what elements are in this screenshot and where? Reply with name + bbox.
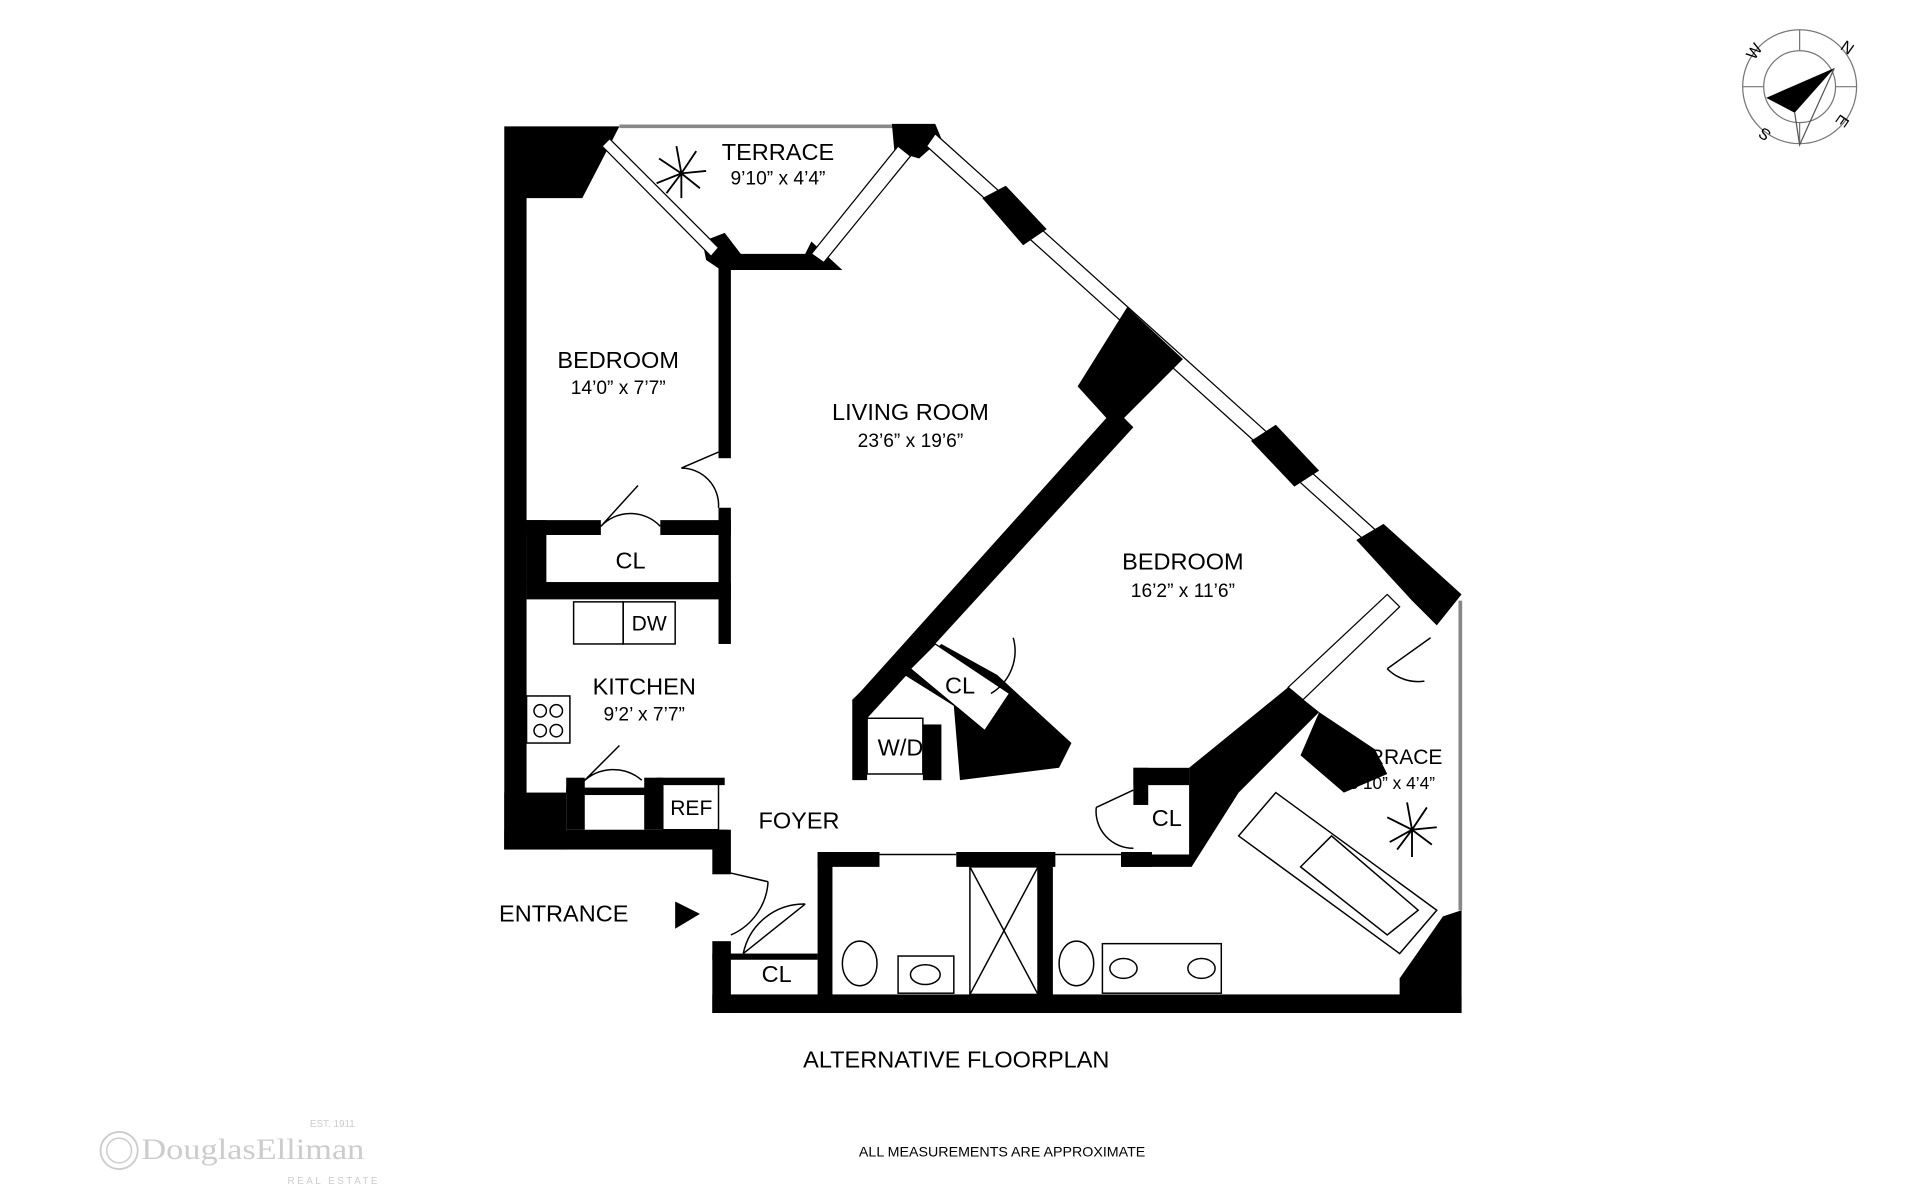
compass-icon: N W S E xyxy=(1742,29,1858,148)
bedroom-left-dim: 14’0” x 7’7” xyxy=(571,378,666,399)
living-room-label: LIVING ROOM xyxy=(832,399,989,425)
dishwasher-label: DW xyxy=(632,612,667,635)
fixtures-lines xyxy=(525,137,1438,996)
logo-sub: REAL ESTATE xyxy=(288,1176,380,1187)
closet-label: CL xyxy=(762,961,792,987)
terrace-right-dim: 9’10” x 4’4” xyxy=(1349,773,1435,793)
walls xyxy=(504,123,1462,1014)
bedroom-left-label: BEDROOM xyxy=(557,347,679,373)
living-room-dim: 23’6” x 19’6” xyxy=(858,431,964,452)
closet-label: CL xyxy=(1152,805,1182,831)
disclaimer: ALL MEASUREMENTS ARE APPROXIMATE xyxy=(859,1145,1145,1161)
foyer-label: FOYER xyxy=(759,807,840,833)
closet-label: CL xyxy=(616,547,646,573)
compass-n: N xyxy=(1837,37,1857,58)
kitchen-dim: 9’2’ x 7’7” xyxy=(604,705,685,726)
logo: EST. 1911 DouglasElliman REAL ESTATE xyxy=(99,1119,380,1187)
bedroom-right-dim: 16’2” x 11’6” xyxy=(1131,581,1235,602)
bedroom-right-label: BEDROOM xyxy=(1122,549,1244,575)
washer-dryer-label: W/D xyxy=(878,734,924,760)
entrance-arrow-icon xyxy=(638,901,700,929)
plant-icon xyxy=(1386,802,1437,857)
terrace-top-dim: 9’10” x 4’4” xyxy=(730,169,825,190)
logo-est: EST. 1911 xyxy=(310,1119,355,1130)
entrance-label: ENTRANCE xyxy=(499,900,628,926)
logo-name: DouglasElliman xyxy=(141,1134,364,1166)
kitchen-label: KITCHEN xyxy=(593,674,696,700)
plant-icon xyxy=(656,145,707,199)
terrace-top-label: TERRACE xyxy=(722,139,834,165)
closet-label: CL xyxy=(945,672,975,698)
plan-title: ALTERNATIVE FLOORPLAN xyxy=(803,1046,1109,1072)
refrigerator-label: REF xyxy=(670,797,712,820)
terrace-right-label: TERRACE xyxy=(1342,746,1443,769)
